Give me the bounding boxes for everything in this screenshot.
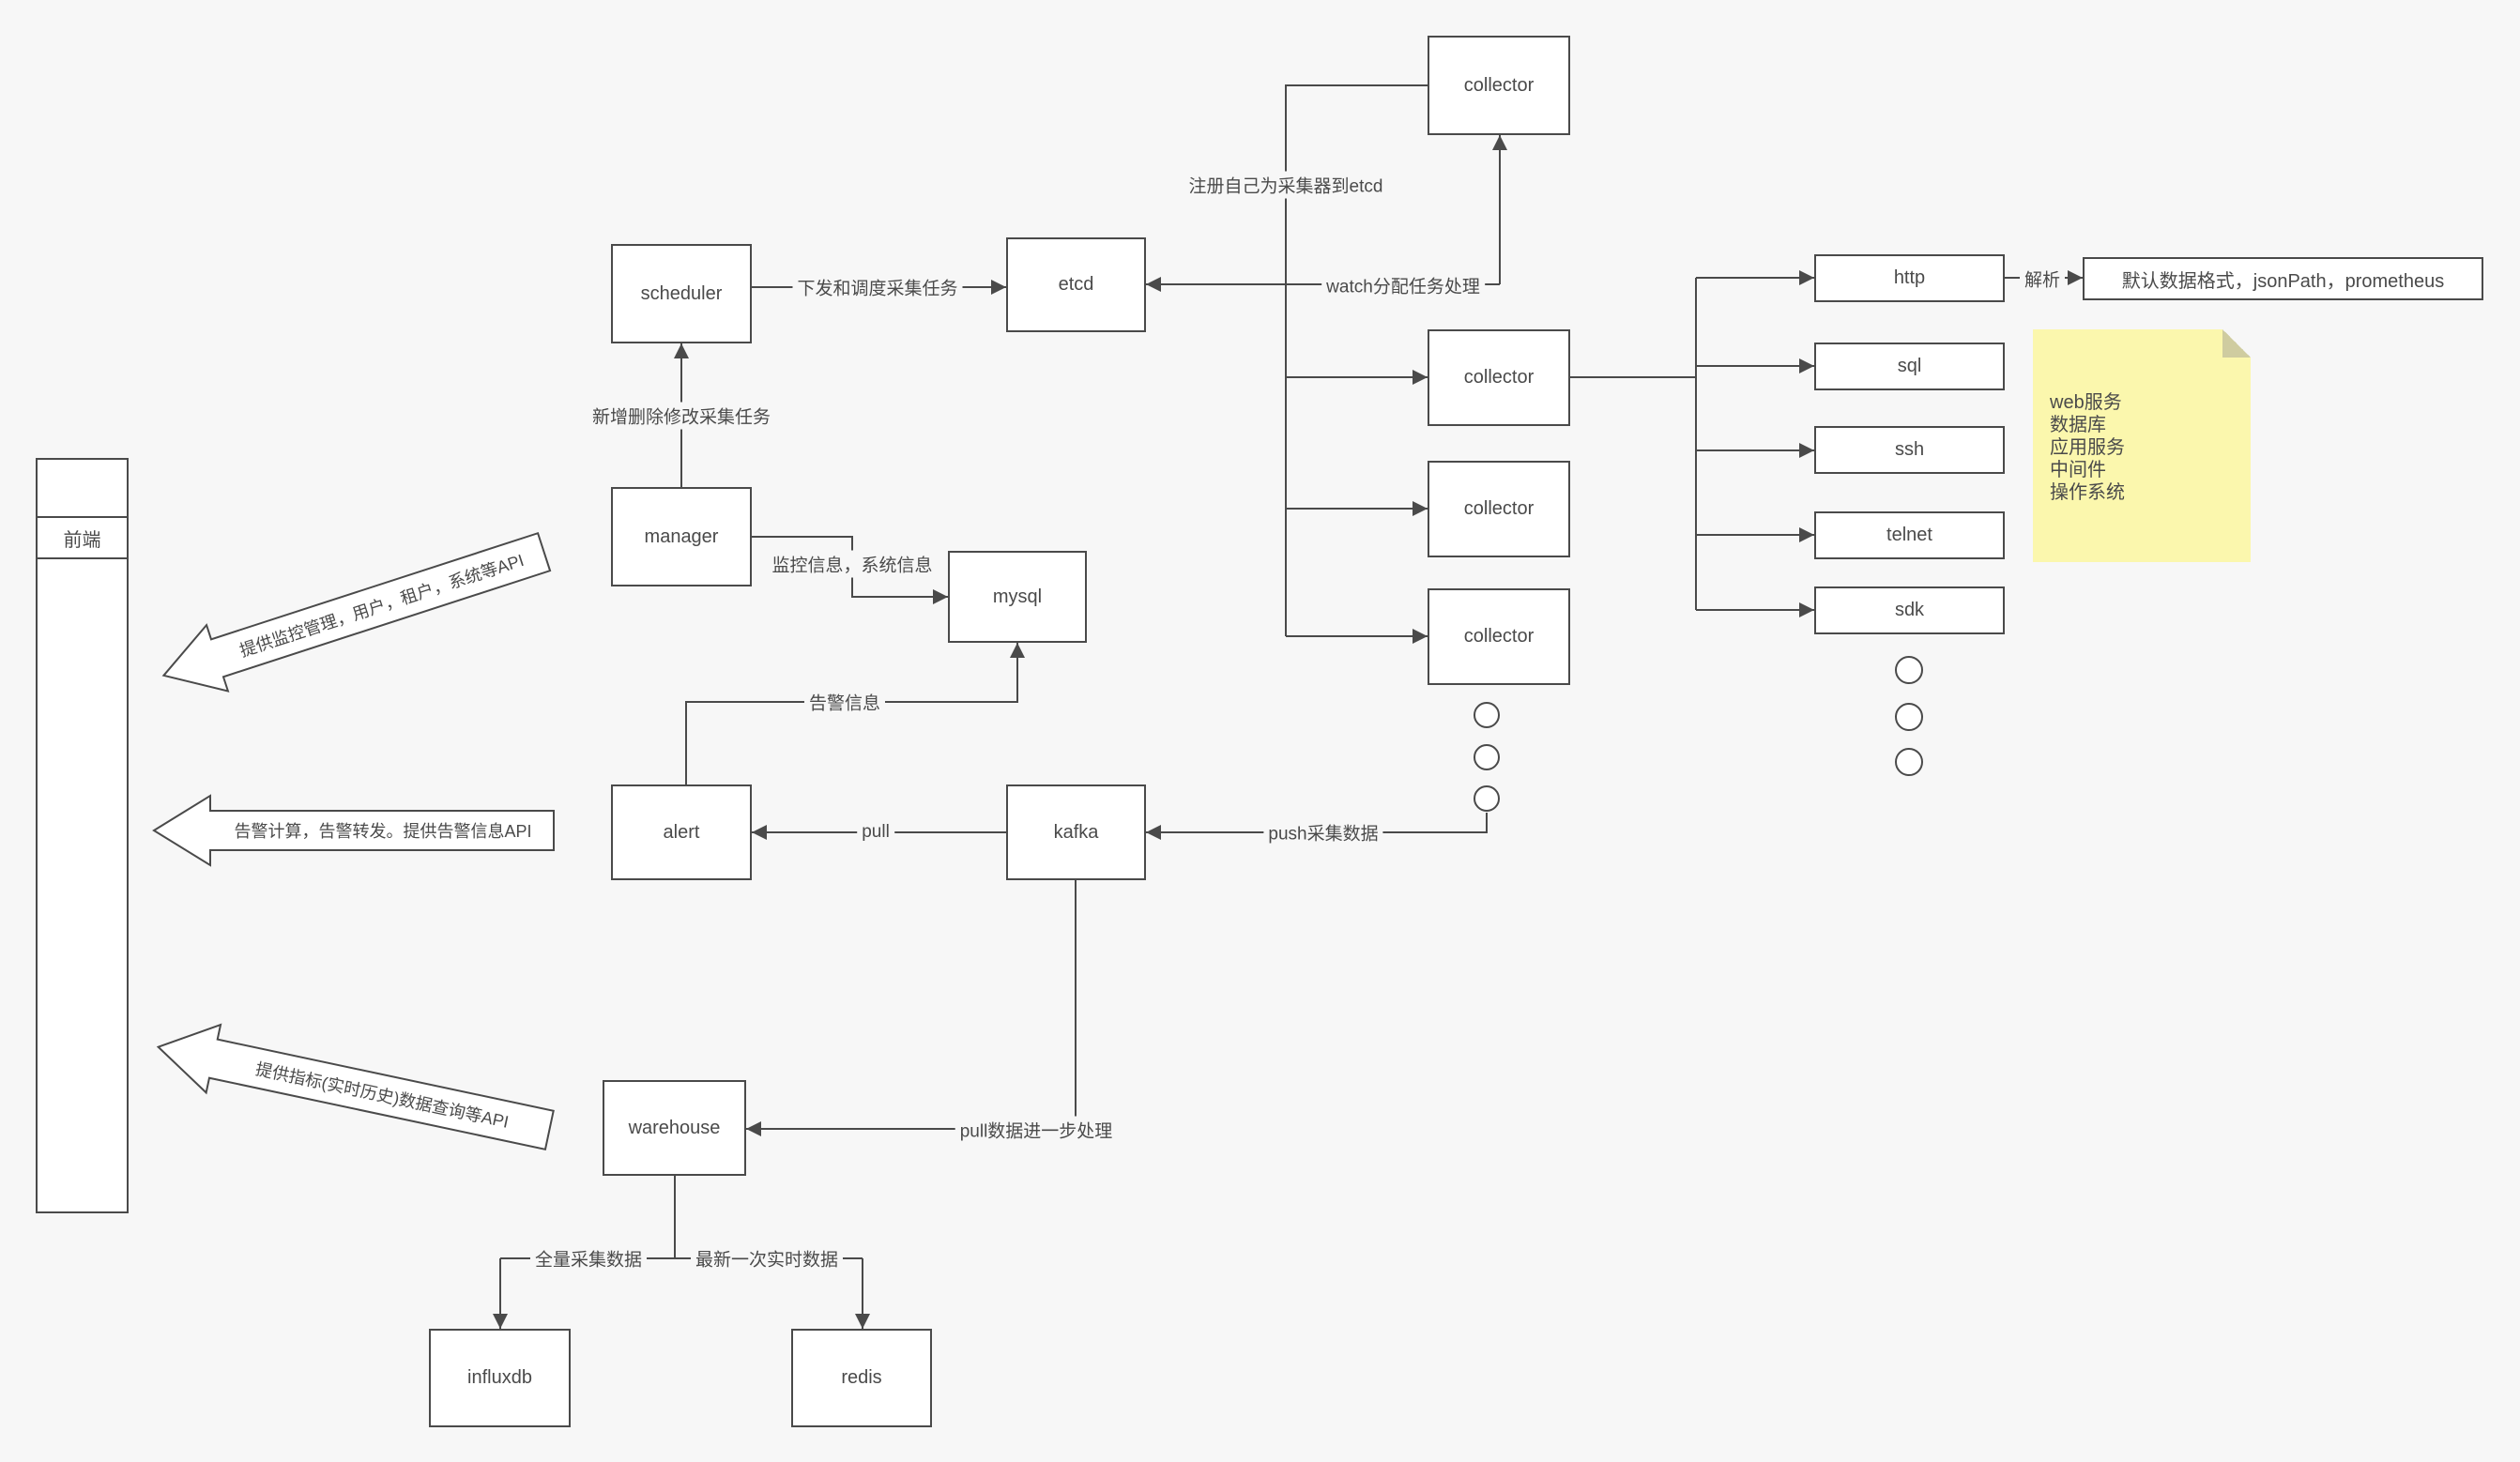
node-alert: alert [611,784,752,880]
ellipsis-circle [1895,656,1923,684]
api-arrow-alert: 告警计算，告警转发。提供告警信息API [152,794,556,867]
edge-label-push: push采集数据 [1263,818,1383,846]
node-kafka: kafka [1006,784,1146,880]
edge-label-register: 注册自己为采集器到etcd [1184,171,1388,199]
sticky-note: web服务 数据库 应用服务 中间件 操作系统 [2033,329,2251,562]
ellipsis-circle [1474,785,1500,812]
api-arrow-metrics: 提供指标(实时历史)数据查询等API [149,1011,559,1166]
node-collector-3: collector [1428,461,1570,557]
edge-label-parse: 解析 [2019,265,2066,293]
ellipsis-circle [1895,748,1923,776]
node-redis: redis [791,1329,932,1427]
edge-label-alert-info: 告警信息 [803,688,886,716]
frontend-body [38,559,127,1211]
note-text: web服务 数据库 应用服务 中间件 操作系统 [2050,392,2125,503]
block-arrow-shape [152,794,555,867]
edge-label-monitor-info: 监控信息，系统信息 [767,550,938,578]
node-mysql: mysql [948,551,1087,643]
node-parser-formats: 默认数据格式，jsonPath，prometheus [2083,257,2483,300]
api-arrow-alert-label: 告警计算，告警转发。提供告警信息API [234,822,532,841]
ellipsis-circle [1474,744,1500,770]
edge-label-pull-process: pull数据进一步处理 [955,1116,1118,1144]
node-collector-4: collector [1428,588,1570,685]
api-arrow-monitor: 提供监控管理，用户，租户，系统等API [150,516,557,710]
node-http: http [1814,254,2005,302]
node-sdk: sdk [1814,586,2005,634]
note-fold-corner [2222,329,2251,358]
edge-label-watch: watch分配任务处理 [1321,271,1485,299]
edge-label-dispatch: 下发和调度采集任务 [792,273,963,301]
edge-label-latest-data: 最新一次实时数据 [690,1244,844,1272]
edge-register-trunk [1285,84,1428,636]
frontend-header-cell [38,460,127,518]
ellipsis-circle [1895,703,1923,731]
node-telnet: telnet [1814,511,2005,559]
node-warehouse: warehouse [603,1080,746,1176]
node-manager: manager [611,487,752,586]
node-collector-2: collector [1428,329,1570,426]
block-arrow-shape [156,1023,555,1151]
node-etcd: etcd [1006,237,1146,332]
edge-kafka-warehouse [746,880,1077,1136]
block-arrow-shape [161,531,552,693]
frontend-panel: 前端 [36,458,129,1213]
node-scheduler: scheduler [611,244,752,343]
edge-label-crud-tasks: 新增删除修改采集任务 [587,402,776,430]
edge-push-kafka [1146,813,1488,840]
node-sql: sql [1814,343,2005,390]
node-influxdb: influxdb [429,1329,571,1427]
node-ssh: ssh [1814,426,2005,474]
ellipsis-circle [1474,702,1500,728]
edge-label-full-data: 全量采集数据 [529,1244,648,1272]
edge-label-pull: pull [857,821,894,844]
node-collector-top: collector [1428,36,1570,135]
frontend-label: 前端 [38,518,127,559]
